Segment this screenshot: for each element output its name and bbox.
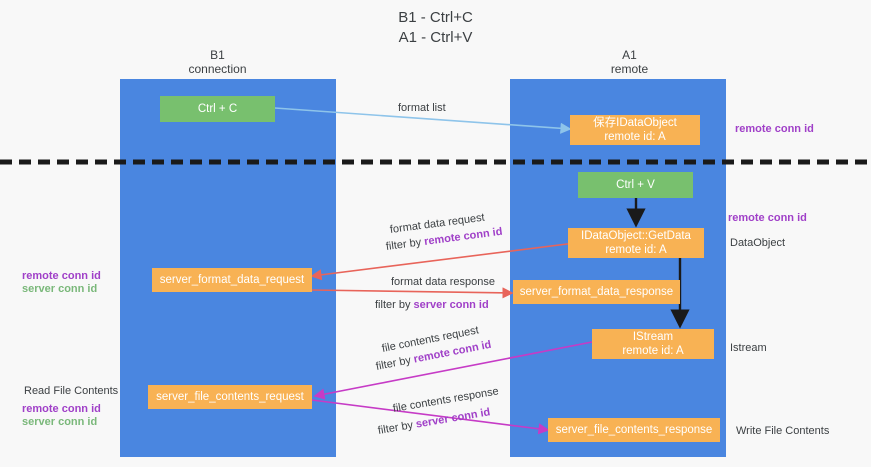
box-save-idataobject-label: 保存IDataObject: [593, 117, 677, 129]
lane-header-b1: B1 connection: [140, 48, 295, 76]
edge-label-format-data-response-text: format data response: [391, 276, 495, 288]
annotation-right-write-file-contents: Write File Contents: [736, 425, 830, 437]
annotation-right-remote-conn-id-2: remote conn id: [728, 212, 807, 224]
edge-label-format-data-response-filter: filter by server conn id: [375, 298, 489, 312]
arrow-format-data-response: [311, 287, 514, 299]
box-idataobject-getdata-sublabel: remote id: A: [605, 244, 667, 256]
box-server-format-data-response[interactable]: server_format_data_response: [513, 280, 680, 304]
box-istream-sublabel: remote id: A: [622, 345, 684, 357]
title-line-1: B1 - Ctrl+C: [398, 9, 473, 26]
box-save-idataobject[interactable]: 保存IDataObject remote id: A: [570, 115, 700, 145]
edge-filter-prefix-4: filter by: [377, 418, 417, 437]
box-save-idataobject-sublabel: remote id: A: [604, 131, 666, 143]
page-title: B1 - Ctrl+C A1 - Ctrl+V: [0, 8, 871, 48]
box-ctrl-v-label: Ctrl + V: [616, 179, 655, 191]
box-ctrl-c[interactable]: Ctrl + C: [160, 96, 275, 122]
annotation-left-read-file-contents: Read File Contents: [24, 385, 119, 397]
lane-header-a1: A1 remote: [552, 48, 707, 76]
box-ctrl-v[interactable]: Ctrl + V: [578, 172, 693, 198]
box-server-file-contents-response-label: server_file_contents_response: [555, 424, 713, 436]
annotation-left-server-conn-id: server conn id: [22, 283, 98, 295]
edge-filter-prefix: filter by: [385, 236, 425, 253]
title-line-2: A1 - Ctrl+V: [398, 29, 473, 46]
box-server-file-contents-response[interactable]: server_file_contents_response: [548, 418, 720, 442]
annotation-right-dataobject: DataObject: [730, 237, 786, 249]
edge-label-format-list-text: format list: [398, 102, 446, 114]
box-server-format-data-request-label: server_format_data_request: [159, 274, 305, 286]
annotation-right-remote-conn-id-1: remote conn id: [735, 123, 814, 135]
box-istream[interactable]: IStream remote id: A: [592, 329, 714, 359]
box-ctrl-c-label: Ctrl + C: [197, 103, 238, 115]
edge-filter-prefix-2: filter by: [375, 299, 414, 311]
annotation-right-istream: Istream: [730, 342, 767, 354]
box-istream-label: IStream: [632, 331, 674, 343]
lane-a1-name: A1: [622, 48, 637, 62]
box-server-format-data-response-label: server_format_data_response: [519, 286, 674, 298]
edge-label-format-list: format list: [398, 101, 446, 115]
annotation-left-server-conn-id-2: server conn id: [22, 416, 98, 428]
box-server-file-contents-request[interactable]: server_file_contents_request: [148, 385, 312, 409]
lane-a1-role: remote: [610, 62, 649, 76]
box-server-format-data-request[interactable]: server_format_data_request: [152, 268, 312, 292]
annotation-left-remote-conn-id-2: remote conn id: [22, 403, 101, 415]
lane-b1-role: connection: [188, 62, 247, 76]
edge-label-format-data-response: format data response: [391, 275, 495, 289]
box-server-file-contents-request-label: server_file_contents_request: [156, 391, 304, 403]
edge-filter-key-2: server conn id: [413, 299, 489, 311]
lane-b1-name: B1: [210, 48, 225, 62]
box-idataobject-getdata-label: IDataObject::GetData: [581, 230, 691, 242]
box-idataobject-getdata[interactable]: IDataObject::GetData remote id: A: [568, 228, 704, 258]
annotation-left-remote-conn-id: remote conn id: [22, 270, 101, 282]
edge-filter-prefix-3: filter by: [374, 353, 415, 373]
